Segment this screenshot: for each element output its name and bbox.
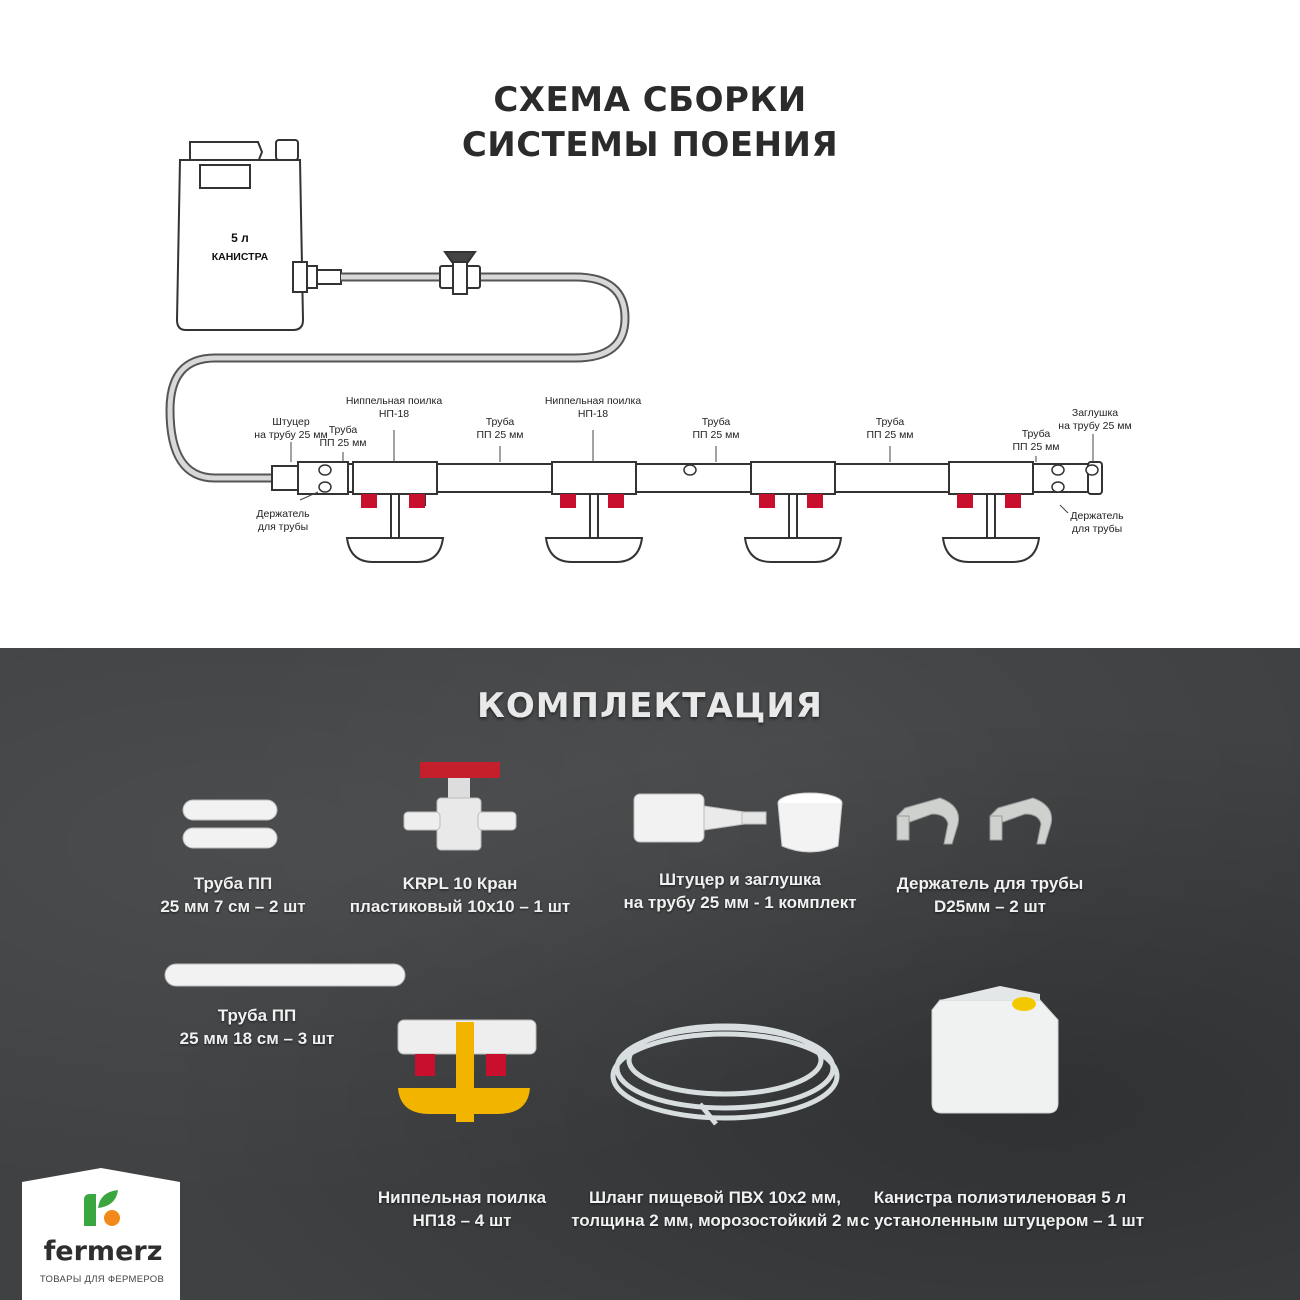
kit-item-8-line2: с устаноленным штуцером – 1 шт — [860, 1211, 1145, 1230]
kit-item-4: Держатель для трубы D25мм – 2 шт — [880, 872, 1100, 918]
cap-label-2: на трубу 25 мм — [1058, 420, 1131, 432]
kit-item-4-line1: Держатель для трубы — [896, 874, 1084, 893]
pipe-label-2a: Труба — [486, 416, 515, 428]
fitting-drawing — [271, 461, 349, 495]
pipe-label-3b: ПП 25 мм — [692, 429, 739, 441]
drinker-1 — [345, 461, 445, 563]
canister-volume-label: 5 л — [231, 231, 249, 245]
kit-item-6: Ниппельная поилка НП18 – 4 шт — [362, 1186, 562, 1232]
fitting-cap-icon — [633, 792, 843, 853]
drinker-label-2a: Ниппельная поилка — [545, 395, 641, 407]
kit-item-7: Шланг пищевой ПВХ 10х2 мм, толщина 2 мм,… — [570, 1186, 860, 1232]
kit-item-5-line1: Труба ПП — [217, 1006, 297, 1025]
kit-item-3-line2: на трубу 25 мм - 1 комплект — [623, 893, 857, 912]
canister-drawing — [175, 139, 342, 331]
short-pipe-label-5b: ПП 25 мм — [1012, 441, 1059, 453]
drinker-4 — [941, 461, 1041, 563]
pipe-label-4b: ПП 25 мм — [866, 429, 913, 441]
valve-icon — [403, 762, 517, 851]
canister-name-label: КАНИСТРА — [212, 251, 269, 263]
pipe-holders — [318, 464, 1099, 493]
scheme-title-line2: СИСТЕМЫ ПОЕНИЯ — [461, 125, 839, 165]
kit-item-2-line2: пластиковый 10х10 – 1 шт — [349, 897, 571, 916]
holder-left-label-1: Держатель — [256, 508, 310, 520]
long-pipe-icon — [164, 963, 406, 987]
kit-illustrations — [164, 762, 1059, 1126]
hose-coil-icon — [610, 1023, 840, 1126]
kit-item-7-line2: толщина 2 мм, морозостойкий 2 м — [571, 1211, 859, 1230]
kit-item-6-line1: Ниппельная поилка — [377, 1188, 547, 1207]
brand-name: fermerz — [43, 1236, 163, 1267]
drinker-label-2b: НП-18 — [578, 408, 608, 420]
kit-item-6-line2: НП18 – 4 шт — [412, 1211, 512, 1230]
kit-item-3: Штуцер и заглушка на трубу 25 мм - 1 ком… — [610, 868, 870, 914]
holder-right-label-2: для трубы — [1072, 523, 1122, 535]
pipe-label-4a: Труба — [876, 416, 905, 428]
short-pipe-label-5a: Труба — [1022, 428, 1051, 440]
valve-drawing — [439, 251, 481, 295]
kit-item-8: Канистра полиэтиленовая 5 л с устаноленн… — [860, 1186, 1145, 1232]
logo-badge-shape — [22, 1168, 180, 1300]
kit-item-8-line1: Канистра полиэтиленовая 5 л — [873, 1188, 1127, 1207]
kit-item-1-line2: 25 мм 7 см – 2 шт — [160, 897, 306, 916]
canister-icon — [931, 986, 1059, 1114]
assembly-scheme-panel: СХЕМА СБОРКИ СИСТЕМЫ ПОЕНИЯ 5 л КАНИСТРА — [0, 0, 1300, 648]
leaf-icon — [84, 1190, 120, 1226]
kit-item-2-line1: KRPL 10 Кран — [402, 874, 518, 893]
pipe-holder-icon — [896, 797, 1053, 845]
drinker-3 — [743, 461, 843, 563]
cap-label-1: Заглушка — [1072, 407, 1118, 419]
pipe-label-3a: Труба — [702, 416, 731, 428]
scheme-title-line1: СХЕМА СБОРКИ — [493, 80, 807, 120]
fitting-label-2: на трубу 25 мм — [254, 429, 327, 441]
holder-right-label-1: Держатель — [1070, 510, 1124, 522]
nipple-drinker-icon — [397, 1019, 537, 1122]
pipe-label-2b: ПП 25 мм — [476, 429, 523, 441]
hose-inner — [167, 274, 628, 481]
kit-item-5: Труба ПП 25 мм 18 см – 3 шт — [157, 1004, 357, 1050]
kit-item-1-line1: Труба ПП — [193, 874, 273, 893]
brand-tagline: ТОВАРЫ ДЛЯ ФЕРМЕРОВ — [39, 1274, 165, 1285]
fitting-label-1: Штуцер — [272, 416, 310, 428]
kit-item-3-line1: Штуцер и заглушка — [659, 870, 821, 889]
drinkers — [345, 461, 1041, 563]
kit-item-5-line2: 25 мм 18 см – 3 шт — [179, 1029, 335, 1048]
scheme-diagram: 5 л КАНИСТРА — [165, 139, 1132, 563]
leader-lines — [290, 430, 1094, 514]
drinker-label-1a: Ниппельная поилка — [346, 395, 442, 407]
holder-left-label-2: для трубы — [258, 521, 308, 533]
kit-item-4-line2: D25мм – 2 шт — [934, 897, 1046, 916]
drinker-2 — [544, 461, 644, 563]
short-pipe-label-1a: Труба — [329, 424, 358, 436]
short-pipe-icon — [182, 799, 278, 849]
kit-item-2: KRPL 10 Кран пластиковый 10х10 – 1 шт — [340, 872, 580, 918]
kit-item-7-line1: Шланг пищевой ПВХ 10х2 мм, — [588, 1188, 842, 1207]
kit-title: КОМПЛЕКТАЦИЯ — [477, 686, 823, 726]
short-pipe-label-1b: ПП 25 мм — [319, 437, 366, 449]
brand-logo: fermerz ТОВАРЫ ДЛЯ ФЕРМЕРОВ — [22, 1168, 180, 1300]
kit-item-1: Труба ПП 25 мм 7 см – 2 шт — [133, 872, 333, 918]
drinker-label-1b: НП-18 — [379, 408, 409, 420]
